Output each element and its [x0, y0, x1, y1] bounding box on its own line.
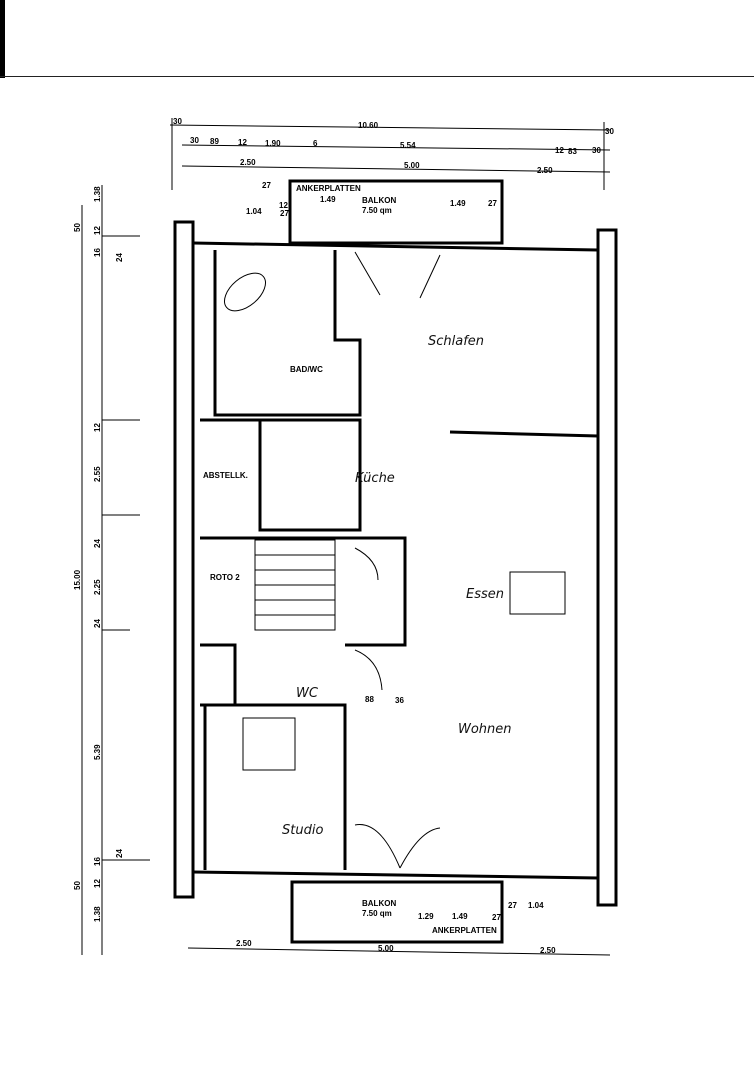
- svg-text:1.49: 1.49: [320, 195, 336, 204]
- svg-text:30: 30: [173, 117, 182, 126]
- svg-text:27: 27: [492, 913, 501, 922]
- dimension-lines-left: [81, 185, 150, 955]
- svg-text:10.60: 10.60: [358, 121, 379, 130]
- svg-text:5.39: 5.39: [93, 744, 102, 760]
- svg-text:12: 12: [279, 201, 288, 210]
- svg-text:1.49: 1.49: [452, 912, 468, 921]
- room-label-essen: Essen: [466, 587, 504, 602]
- anchor-label-bottom: ANKERPLATTEN: [432, 926, 497, 935]
- svg-text:83: 83: [568, 147, 577, 156]
- svg-text:2.55: 2.55: [93, 466, 102, 482]
- room-label-roto: ROTO 2: [210, 573, 240, 582]
- staircase: [254, 539, 336, 631]
- svg-text:1.04: 1.04: [246, 207, 262, 216]
- svg-text:5.00: 5.00: [404, 161, 420, 170]
- svg-text:12: 12: [555, 146, 564, 155]
- room-label-wc: WC: [296, 686, 319, 701]
- svg-text:1.49: 1.49: [450, 199, 466, 208]
- svg-text:1.04: 1.04: [528, 901, 544, 910]
- scan-edge: [0, 0, 5, 78]
- svg-text:36: 36: [395, 696, 404, 705]
- svg-text:89: 89: [210, 137, 219, 146]
- svg-text:30: 30: [190, 136, 199, 145]
- dimension-lines-bottom: [187, 947, 611, 956]
- svg-text:24: 24: [93, 619, 102, 628]
- balcony-label-bottom: BALKON: [362, 899, 396, 908]
- svg-text:12: 12: [238, 138, 247, 147]
- svg-text:16: 16: [93, 857, 102, 866]
- svg-text:1.90: 1.90: [265, 139, 281, 148]
- svg-text:12: 12: [93, 226, 102, 235]
- room-label-bad: BAD/WC: [290, 365, 323, 374]
- svg-text:15.00: 15.00: [73, 569, 82, 590]
- svg-text:24: 24: [93, 539, 102, 548]
- svg-text:2.50: 2.50: [537, 166, 553, 175]
- svg-text:50: 50: [73, 881, 82, 890]
- svg-text:16: 16: [93, 248, 102, 257]
- svg-text:27: 27: [488, 199, 497, 208]
- svg-text:12: 12: [93, 423, 102, 432]
- interior-walls: [200, 250, 599, 870]
- svg-text:2.50: 2.50: [240, 158, 256, 167]
- svg-text:6: 6: [313, 139, 318, 148]
- svg-text:1.38: 1.38: [93, 186, 102, 202]
- dimensions-bottom: 1.29 1.49 27 1.04 27 2.50 5.00 2.50: [236, 901, 556, 955]
- svg-text:2.25: 2.25: [93, 579, 102, 595]
- svg-text:1.29: 1.29: [418, 912, 434, 921]
- room-label-schlafen: Schlafen: [428, 334, 484, 349]
- room-label-abstell: ABSTELLK.: [203, 471, 248, 480]
- svg-text:2.50: 2.50: [236, 939, 252, 948]
- svg-text:30: 30: [605, 127, 614, 136]
- balcony-area-bottom: 7.50 qm: [362, 909, 392, 918]
- svg-text:27: 27: [280, 209, 289, 218]
- balcony-bottom: [290, 880, 504, 944]
- room-label-studio: Studio: [282, 823, 323, 838]
- svg-text:5.54: 5.54: [400, 141, 416, 150]
- svg-text:88: 88: [365, 695, 374, 704]
- room-label-kueche: Küche: [355, 471, 395, 486]
- doors: [354, 251, 441, 869]
- scan-line: [0, 76, 754, 77]
- svg-text:24: 24: [115, 253, 124, 262]
- balcony-area-top: 7.50 qm: [362, 206, 392, 215]
- balcony-top: [288, 179, 504, 245]
- anchor-label-top: ANKERPLATTEN: [296, 184, 361, 193]
- balcony-label-top: BALKON: [362, 196, 396, 205]
- svg-text:2.50: 2.50: [540, 946, 556, 955]
- svg-text:1.38: 1.38: [93, 906, 102, 922]
- dimensions-inner: 88 36: [365, 695, 404, 705]
- dimension-lines-top: [169, 118, 611, 190]
- svg-text:30: 30: [592, 146, 601, 155]
- svg-text:27: 27: [262, 181, 271, 190]
- svg-text:24: 24: [115, 849, 124, 858]
- exterior-walls: [173, 220, 618, 907]
- svg-text:12: 12: [93, 879, 102, 888]
- svg-text:27: 27: [508, 901, 517, 910]
- dimensions-left: 1.38 50 12 16 24 12 2.55 24 15.00 2.25 2…: [73, 186, 124, 922]
- room-label-wohnen: Wohnen: [458, 722, 512, 737]
- dimensions-top: 30 10.60 30 30 89 12 1.90 6 5.54 12 83 3…: [173, 117, 614, 218]
- svg-text:50: 50: [73, 223, 82, 232]
- svg-text:5.00: 5.00: [378, 944, 394, 953]
